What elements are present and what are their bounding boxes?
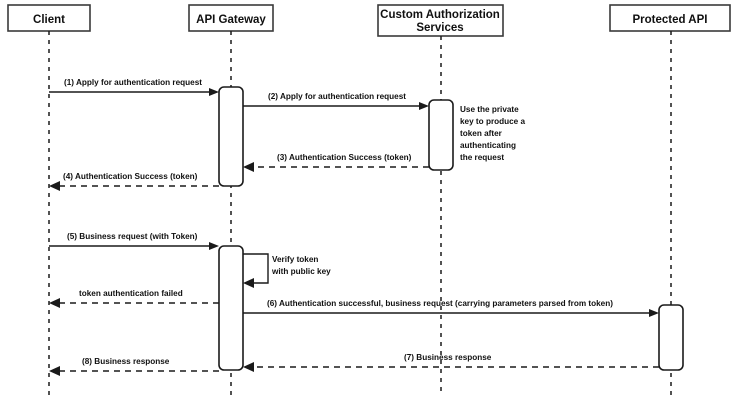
self-call-verify-token-arrowhead xyxy=(243,278,254,288)
message-2-label: (2) Apply for authentication request xyxy=(268,92,406,101)
message-token-authentication-failed[interactable]: token authentication failed xyxy=(49,289,219,308)
activation-api-gateway-business xyxy=(218,245,244,371)
note-private-key-line-3: token after xyxy=(460,129,503,138)
activation-api-gateway-auth xyxy=(218,86,244,187)
message-6-arrowhead xyxy=(649,309,659,317)
note-private-key-line-4: authenticating xyxy=(460,141,516,150)
self-call-verify-token-line-1: Verify token xyxy=(272,255,318,264)
message-5[interactable]: (5) Business request (with Token) xyxy=(49,232,219,250)
note-private-key-line-1: Use the private xyxy=(460,105,519,114)
note-private-key-line-5: the request xyxy=(460,153,504,162)
lifeline-label-protected-api: Protected API xyxy=(633,14,708,26)
message-5-label: (5) Business request (with Token) xyxy=(67,232,198,241)
lifeline-box-api-gateway[interactable] xyxy=(188,4,274,32)
self-call-verify-token[interactable]: Verify token with public key xyxy=(243,253,331,288)
lifeline-api-gateway[interactable]: API Gateway xyxy=(188,4,274,396)
lifeline-client[interactable]: Client xyxy=(7,4,91,396)
message-2-arrowhead xyxy=(419,102,429,110)
message-token-authentication-failed-arrowhead xyxy=(49,298,60,308)
lifeline-custom-authorization-services[interactable]: Custom Authorization Services xyxy=(377,4,504,396)
message-6-label: (6) Authentication successful, business … xyxy=(267,299,613,308)
message-7-arrowhead xyxy=(243,362,254,372)
message-4-label: (4) Authentication Success (token) xyxy=(63,172,198,181)
lifeline-label-client: Client xyxy=(33,14,65,26)
lifeline-box-protected-api[interactable] xyxy=(609,4,731,32)
note-private-key-line-2: key to produce a xyxy=(460,117,526,126)
message-3-label: (3) Authentication Success (token) xyxy=(277,153,412,162)
message-8[interactable]: (8) Business response xyxy=(49,357,219,376)
self-call-verify-token-line xyxy=(243,253,269,284)
self-call-verify-token-line-2: with public key xyxy=(271,267,331,276)
message-5-arrowhead xyxy=(209,242,219,250)
lifeline-label-custom-authorization-services-line1: Custom Authorization xyxy=(380,9,500,21)
message-token-authentication-failed-label: token authentication failed xyxy=(79,289,183,298)
note-private-key: Use the private key to produce a token a… xyxy=(460,105,526,162)
message-8-label: (8) Business response xyxy=(82,357,170,366)
lifeline-box-custom-authorization-services[interactable] xyxy=(377,4,504,37)
message-3-arrowhead xyxy=(243,162,254,172)
message-7-label: (7) Business response xyxy=(404,353,492,362)
lifeline-label-api-gateway: API Gateway xyxy=(196,14,266,26)
lifeline-protected-api[interactable]: Protected API xyxy=(609,4,731,396)
message-1[interactable]: (1) Apply for authentication request xyxy=(49,78,219,96)
message-6[interactable]: (6) Authentication successful, business … xyxy=(243,299,659,317)
message-3[interactable]: (3) Authentication Success (token) xyxy=(243,153,429,172)
message-7[interactable]: (7) Business response xyxy=(243,353,659,372)
message-1-label: (1) Apply for authentication request xyxy=(64,78,202,87)
message-4[interactable]: (4) Authentication Success (token) xyxy=(49,172,219,191)
message-2[interactable]: (2) Apply for authentication request xyxy=(243,92,429,110)
message-8-arrowhead xyxy=(49,366,60,376)
message-4-arrowhead xyxy=(49,181,60,191)
message-1-arrowhead xyxy=(209,88,219,96)
activation-protected-api xyxy=(658,304,684,371)
activation-custom-authorization-services xyxy=(428,99,454,171)
lifeline-label-custom-authorization-services-line2: Services xyxy=(416,22,463,34)
